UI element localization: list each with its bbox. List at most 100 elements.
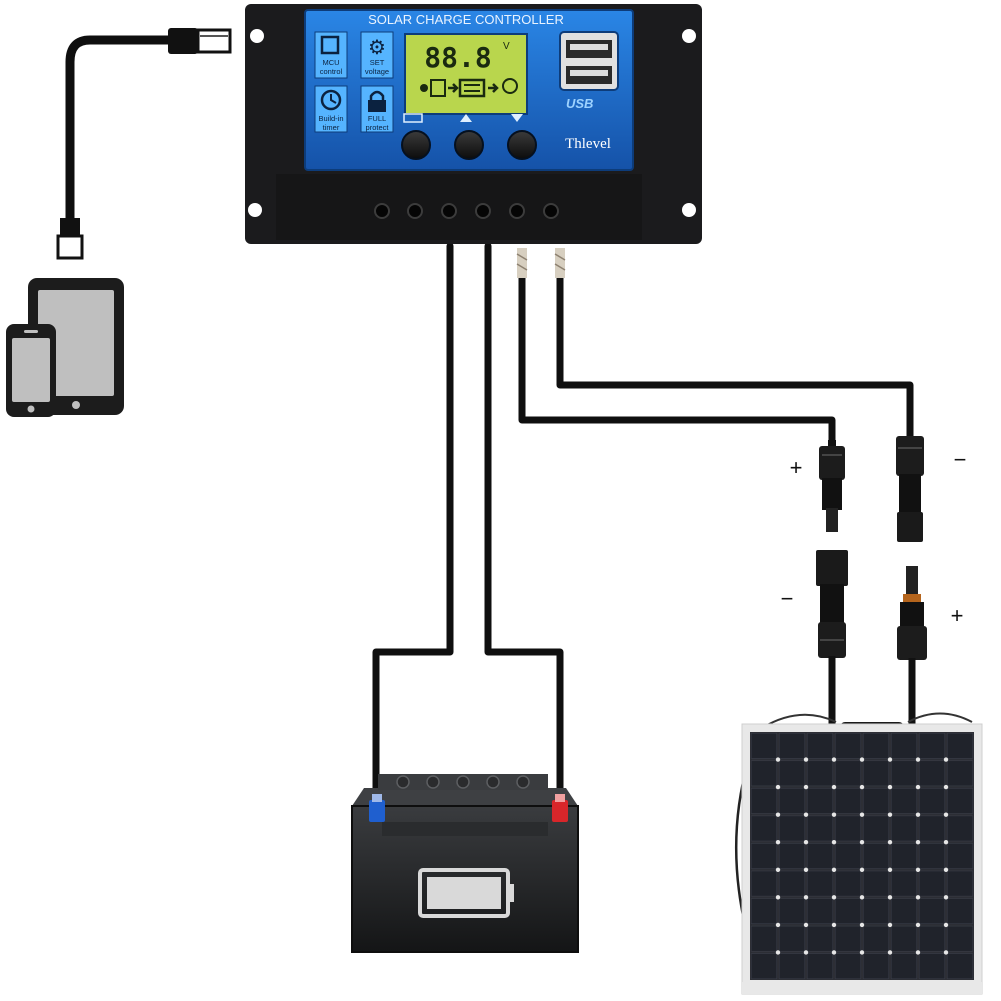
up-button[interactable] [454,130,484,160]
arrow-icon [448,83,459,93]
solar-cell [778,925,806,952]
mc4-connector-lower-negative [816,550,848,658]
solar-cell [806,815,834,842]
solar-cell [778,815,806,842]
cell-corner-dot [915,950,921,955]
cell-corner-dot [831,867,837,872]
button-legends [403,113,523,123]
battery-negative-wire [372,242,454,809]
solar-cell [918,870,946,897]
clock-icon [320,89,342,111]
solar-cell [890,788,918,814]
upper-positive-label: + [790,455,803,480]
cell-corner-dot [887,784,893,790]
cell-corner-dot [859,922,865,928]
cell-corner-dot [775,812,781,817]
cell-corner-dot [915,867,921,872]
solar-cell [806,732,834,759]
cell-corner-dot [887,922,893,928]
mc4-connector-upper-negative [896,436,924,542]
svg-text:protect: protect [366,123,390,132]
cell-corner-dot [915,757,921,762]
solar-cell [890,898,918,924]
solar-cell [918,732,946,759]
solar-cell [918,925,946,952]
cell-corner-dot [915,840,921,845]
solar-cell [834,815,862,842]
cell-corner-dot [943,867,949,872]
lower-positive-label: + [951,603,964,628]
solar-cell [778,843,806,869]
lock-icon [368,90,386,112]
cell-corner-dot [915,922,921,928]
phone-icon [6,324,56,417]
solar-cell [750,925,778,952]
solar-cell [750,843,778,869]
solar-panel [734,723,983,995]
solar-cell [946,815,974,842]
chip-icon [320,35,340,55]
cell-corner-dot [859,812,865,817]
solar-cell [834,953,862,980]
solar-cell [834,925,862,952]
solar-cell [806,843,834,869]
cell-corner-dot [887,895,893,900]
solar-cell [918,788,946,814]
cell-corner-dot [859,840,865,845]
terminal-screw [441,203,457,219]
cell-corner-dot [943,784,949,790]
solar-cell [862,815,890,842]
battery-positive-terminal [552,800,568,822]
solar-negative-wire [556,274,914,444]
terminal-screws [374,203,559,219]
cell-corner-dot [859,784,865,790]
cell-corner-dot [943,950,949,955]
solar-cell [890,760,918,787]
svg-text:voltage: voltage [365,67,389,76]
solar-cell [918,760,946,787]
cell-corner-dot [803,840,809,845]
cell-corner-dot [803,867,809,872]
solar-cell [778,788,806,814]
feature-set-voltage: ⚙ SET voltage [360,31,394,79]
solar-cell [890,843,918,869]
cell-corner-dot [943,757,949,762]
down-button[interactable] [507,130,537,160]
solar-cell [778,953,806,980]
menu-button[interactable] [401,130,431,160]
solar-cell [946,732,974,759]
solar-cell [918,815,946,842]
cell-corner-dot [859,867,865,872]
terminal-screw [509,203,525,219]
cell-corner-dot [859,757,865,762]
cell-corner-dot [887,950,893,955]
down-legend-icon [511,114,523,122]
cell-corner-dot [831,812,837,817]
cell-corner-dot [915,812,921,817]
solar-cell [834,788,862,814]
cell-corner-dot [943,812,949,817]
charge-controller: SOLAR CHARGE CONTROLLER MCU control ⚙ SE… [245,4,702,244]
solar-cell [946,898,974,924]
solar-cell [890,925,918,952]
cell-corner-dot [887,840,893,845]
solar-cell [918,898,946,924]
lcd-digits: 88.8 [424,41,491,74]
cell-corner-dot [775,757,781,762]
solar-cell [778,760,806,787]
svg-text:MCU: MCU [322,58,339,67]
solar-cell [806,925,834,952]
solar-cell [862,760,890,787]
battery-positive-wire [484,242,564,809]
solar-cell [750,898,778,924]
cell-corner-dot [859,950,865,955]
solar-cell [890,815,918,842]
solar-cell [946,843,974,869]
controller-title: SOLAR CHARGE CONTROLLER [368,12,564,27]
solar-cell [862,870,890,897]
cell-corner-dot [775,895,781,900]
usb-label: USB [566,96,593,111]
sun-icon [420,84,428,92]
